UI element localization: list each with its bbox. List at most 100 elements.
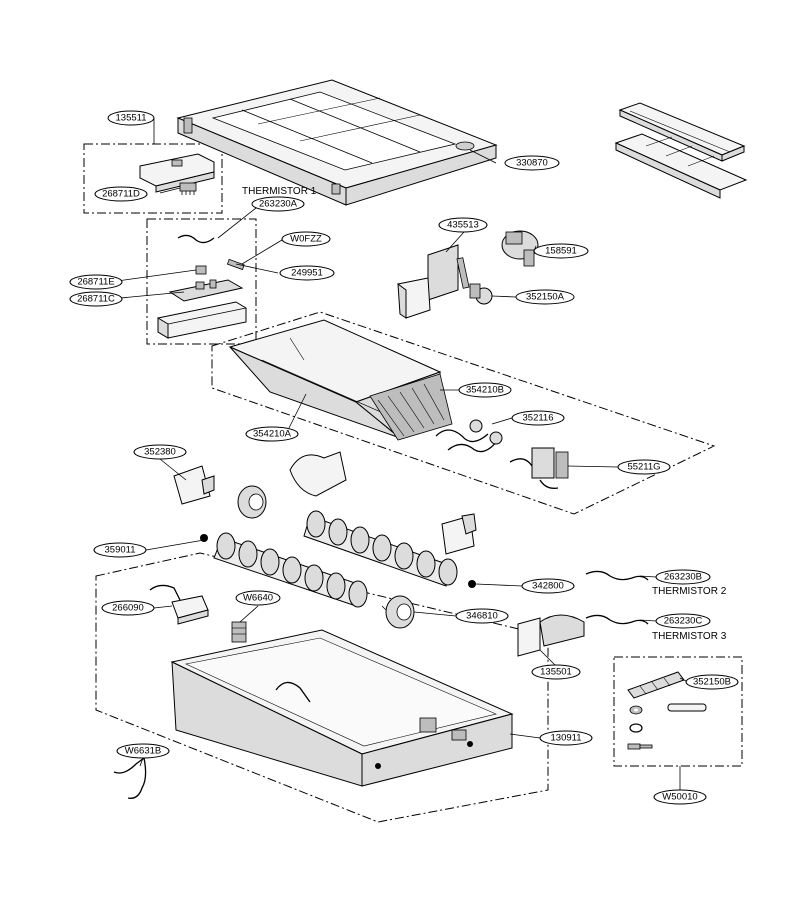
svg-text:352380: 352380 [144, 447, 176, 458]
pipe-part [667, 703, 707, 712]
thermistor-3-caption: THERMISTOR 3 [652, 631, 727, 642]
label-263230C: 263230C [655, 613, 711, 629]
group-boundary-top-left [83, 143, 223, 214]
label-268711E: 268711E [69, 274, 123, 290]
capacitor-part-266090 [149, 584, 209, 625]
filter-frame-part [614, 102, 748, 199]
svg-text:263230C: 263230C [664, 616, 703, 627]
label-342800: 342800 [521, 578, 575, 594]
label-W6640: W6640 [235, 590, 281, 606]
fan-motor-lower-part [381, 595, 415, 629]
label-266090: 266090 [101, 600, 155, 616]
pcb-part-268711C [168, 279, 244, 302]
svg-text:346810: 346810 [466, 611, 498, 622]
washer-part [629, 705, 643, 715]
thermistor-2-caption: THERMISTOR 2 [652, 586, 727, 597]
terminal-block-part-W6640 [231, 621, 247, 643]
expansion-valve-part [509, 447, 569, 489]
svg-text:352150A: 352150A [526, 292, 565, 303]
label-435513: 435513 [438, 217, 488, 233]
label-263230A: 263230A [251, 196, 305, 212]
svg-text:352116: 352116 [523, 413, 554, 424]
fan-housing-part-352380 [173, 465, 215, 505]
thermistor-wire-2 [585, 570, 649, 581]
svg-text:266090: 266090 [112, 603, 144, 614]
fuse-part [226, 258, 245, 271]
leader-lines [109, 118, 689, 790]
label-352150A: 352150A [515, 289, 575, 305]
svg-text:249951: 249951 [291, 268, 323, 279]
drain-hose-part-352150B [627, 671, 685, 699]
svg-text:130911: 130911 [551, 733, 582, 744]
shaft-bearing-part-342800 [468, 580, 476, 588]
label-359011: 359011 [93, 542, 147, 558]
svg-text:263230B: 263230B [664, 572, 702, 583]
svg-text:135501: 135501 [540, 667, 572, 678]
base-pan-part-130911 [170, 629, 514, 787]
support-bracket-part-135501 [517, 614, 585, 657]
label-W6631B: W6631B [116, 743, 170, 759]
label-352380: 352380 [133, 444, 187, 460]
connector-part-268711E [195, 265, 207, 275]
thermistor-wire-1 [177, 234, 215, 244]
label-268711D: 268711D [94, 186, 148, 202]
svg-text:268711E: 268711E [77, 277, 114, 288]
svg-text:W6631B: W6631B [125, 746, 161, 757]
svg-text:354210A: 354210A [253, 429, 292, 440]
drain-pump-part [501, 230, 539, 267]
svg-text:435513: 435513 [447, 220, 479, 231]
svg-text:268711D: 268711D [102, 189, 140, 200]
svg-text:55211G: 55211G [627, 462, 660, 473]
label-135501: 135501 [531, 664, 581, 680]
label-330870: 330870 [504, 155, 560, 171]
svg-text:352150B: 352150B [693, 677, 731, 688]
svg-text:135511: 135511 [116, 113, 147, 124]
label-346810: 346810 [455, 608, 509, 624]
svg-text:W50010: W50010 [662, 792, 697, 803]
svg-text:158591: 158591 [545, 246, 577, 257]
fan-motor-upper-part [237, 485, 267, 519]
drain-valve-part [469, 283, 493, 305]
fan-housing-upper-part [289, 451, 347, 497]
svg-text:342800: 342800 [532, 581, 564, 592]
svg-text:268711C: 268711C [77, 294, 115, 305]
label-158591: 158591 [533, 243, 589, 259]
group-boundary-base-pan [95, 552, 549, 823]
svg-text:354210B: 354210B [466, 385, 504, 396]
pump-bracket-part [427, 244, 470, 301]
blower-wheel-rear-part [303, 510, 458, 587]
label-130911: 130911 [539, 730, 593, 746]
svg-text:330870: 330870 [516, 158, 548, 169]
fan-bracket-part [441, 513, 477, 555]
label-249951: 249951 [279, 265, 335, 281]
label-W50010: W50010 [653, 789, 707, 805]
evaporator-coil-part [369, 373, 453, 441]
group-boundary-accessories [613, 656, 743, 767]
label-135511: 135511 [107, 110, 155, 126]
top-frame-part [176, 79, 498, 206]
label-352150B: 352150B [685, 674, 739, 690]
screw-part [627, 743, 653, 750]
svg-text:263230A: 263230A [259, 199, 298, 210]
label-354210A: 354210A [245, 426, 299, 442]
refrigerant-pipe-part [435, 419, 503, 453]
wire-harness-part-W6631B [113, 756, 147, 799]
label-352116: 352116 [511, 410, 565, 426]
label-263230B: 263230B [655, 569, 711, 585]
label-55211G: 55211G [617, 459, 671, 475]
blower-wheel-front-part [213, 532, 368, 608]
label-268711C: 268711C [69, 291, 123, 307]
connector-part-268711D [179, 182, 197, 195]
svg-text:W0FZZ: W0FZZ [290, 234, 322, 245]
svg-text:359011: 359011 [105, 545, 136, 556]
control-box-tray-part [157, 301, 247, 339]
thermistor-1-caption: THERMISTOR 1 [242, 186, 317, 197]
label-354210B: 354210B [458, 382, 512, 398]
cover-bracket-part [139, 153, 215, 193]
label-W0FZZ: W0FZZ [281, 231, 331, 247]
group-boundary-evaporator [211, 311, 716, 515]
float-switch-part [397, 277, 431, 319]
clamp-part [629, 723, 643, 733]
svg-text:W6640: W6640 [243, 593, 273, 604]
